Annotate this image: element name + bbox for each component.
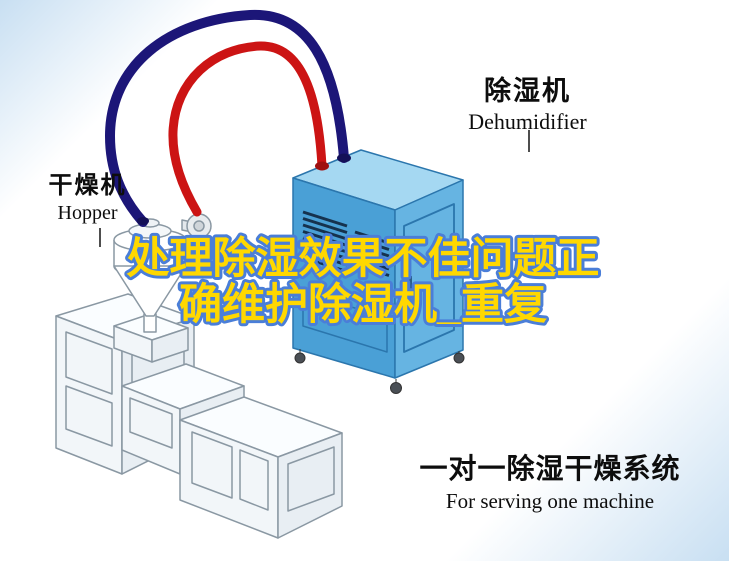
blower-fan-hub [193, 220, 205, 232]
hopper-label-en: Hopper [57, 201, 118, 224]
return-pipe-navy [104, 9, 349, 227]
title-line1: 处理除湿效果不佳问题正 [127, 235, 600, 283]
title-line2: 确维护除湿机_重复 [179, 281, 547, 329]
caster-wheels [294, 349, 465, 394]
extruder-barrel-side [277, 432, 343, 539]
extruder-panel [65, 385, 113, 447]
label-pointers [99, 130, 530, 247]
extruder-panel [239, 449, 269, 511]
extruder-panel [65, 331, 113, 395]
dehumidifier-label-zh: 除湿机 [484, 76, 571, 106]
vent-grille [354, 230, 390, 277]
dehumidifier-unit [292, 149, 465, 394]
door-handle [408, 276, 412, 290]
extruder-machine [55, 293, 343, 539]
hoses [104, 9, 349, 227]
extruder-panel [129, 397, 173, 449]
dehumidifier-label: 除湿机 Dehumidifier [430, 76, 625, 135]
vent-grille [302, 210, 348, 273]
extruder-panel [191, 431, 233, 499]
dehumidifier-side [394, 179, 464, 379]
supply-pipe-red [168, 41, 327, 217]
dehumidifier-label-en: Dehumidifier [468, 109, 587, 135]
footer-caption: 一对一除湿干燥系统 For serving one machine [410, 452, 690, 514]
main-title: 处理除湿效果不佳问题正 确维护除湿机_重复 [124, 232, 603, 332]
access-panel [302, 291, 388, 353]
hopper-cone [113, 265, 187, 317]
footer-caption-en: For serving one machine [445, 488, 655, 513]
hopper-dryer [113, 213, 212, 333]
pipe-fittings [137, 153, 351, 225]
extruder-panel [287, 446, 335, 512]
footer-caption-zh: 一对一除湿干燥系统 [419, 453, 681, 484]
hopper-label-zh: 干燥机 [48, 172, 127, 199]
hopper-support-side [151, 327, 189, 363]
hopper-label: 干燥机 Hopper [30, 172, 145, 225]
service-door [403, 203, 455, 353]
